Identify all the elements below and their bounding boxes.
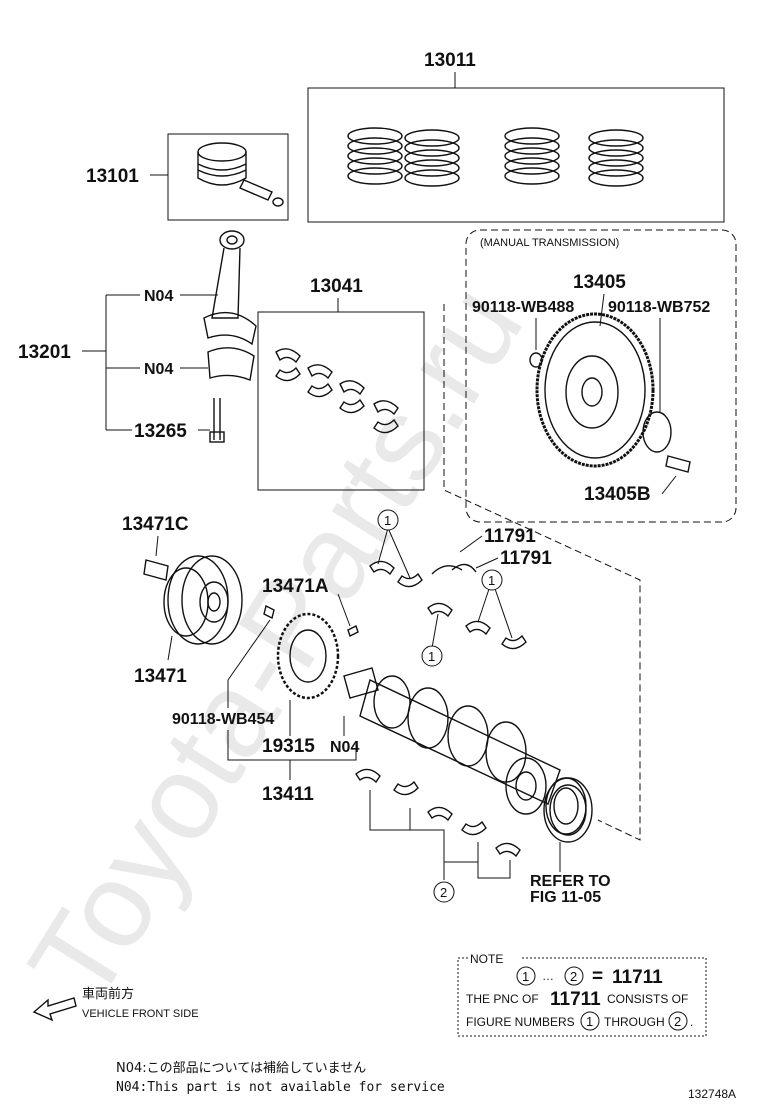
note-line3-mid: THROUGH	[604, 1015, 665, 1029]
note-line2-pnc[interactable]: 11711	[550, 989, 601, 1010]
part-number-90118-wb752[interactable]: 90118-WB752	[608, 299, 710, 316]
svg-text:1: 1	[384, 513, 391, 528]
refer-to-line1[interactable]: REFER TO	[530, 873, 611, 890]
figure-id: 132748A	[688, 1087, 736, 1101]
part-number-13201[interactable]: 13201	[18, 342, 71, 363]
part-number-13011[interactable]: 13011	[424, 50, 476, 71]
footnote-en: N04:This part is not available for servi…	[116, 1080, 445, 1095]
conrod-bearing-drawing	[275, 348, 399, 434]
front-direction-arrow-icon	[32, 997, 77, 1022]
callout-marker-1-b: 1	[481, 569, 503, 591]
part-number-13411[interactable]: 13411	[262, 784, 314, 805]
footnote-jp: N04:この部品については補給していません	[116, 1061, 366, 1076]
piston-drawing	[197, 142, 284, 207]
svg-text:2: 2	[440, 885, 447, 900]
svg-text:1: 1	[488, 573, 495, 588]
note-box	[457, 957, 707, 1037]
note-line3-end: .	[690, 1015, 693, 1029]
rear-oil-seal-drawing	[543, 777, 593, 843]
piston-box	[167, 133, 289, 221]
piston-ring-set-drawing	[347, 127, 644, 187]
part-number-90118-wb488[interactable]: 90118-WB488	[472, 299, 574, 316]
svg-text:1: 1	[586, 1014, 593, 1029]
note-range-sep: …	[542, 969, 554, 983]
part-number-13101[interactable]: 13101	[86, 166, 139, 187]
part-number-13041[interactable]: 13041	[310, 276, 363, 297]
refer-to-line2[interactable]: FIG 11-05	[530, 889, 601, 906]
part-number-13405b[interactable]: 13405B	[584, 484, 651, 505]
part-number-19315[interactable]: 19315	[262, 736, 315, 757]
svg-text:1: 1	[428, 649, 435, 664]
watermark: Toyota-Parts.ru	[3, 263, 548, 1024]
svg-text:2: 2	[570, 969, 577, 984]
part-number-13471a[interactable]: 13471A	[262, 576, 329, 597]
svg-text:1: 1	[522, 969, 529, 984]
part-number-11791-upper[interactable]: 11791	[484, 526, 536, 547]
part-note-n04-rod[interactable]: N04	[144, 288, 173, 305]
conrod-bearing-box	[257, 311, 425, 491]
part-number-13405[interactable]: 13405	[573, 272, 626, 293]
main-bearing-drawing	[355, 560, 527, 858]
callout-marker-1-c: 1	[421, 645, 443, 667]
connecting-rod-drawing	[203, 230, 257, 443]
note-equals: =	[592, 966, 603, 987]
part-number-13471[interactable]: 13471	[134, 666, 187, 687]
note-title: NOTE	[470, 952, 503, 966]
callout-marker-2: 2	[433, 881, 455, 903]
part-number-13471c[interactable]: 13471C	[122, 514, 189, 535]
part-number-13265[interactable]: 13265	[134, 421, 187, 442]
note-line2-post: CONSISTS OF	[607, 992, 688, 1006]
part-note-n04-cap[interactable]: N04	[144, 361, 173, 378]
callout-marker-1-a: 1	[377, 509, 399, 531]
vehicle-front-en: VEHICLE FRONT SIDE	[82, 1008, 199, 1020]
part-number-90118-wb454[interactable]: 90118-WB454	[172, 711, 274, 728]
piston-ring-set-box	[307, 87, 725, 223]
vehicle-front-jp: 車両前方	[82, 986, 134, 1002]
note-line3-pre: FIGURE NUMBERS	[466, 1015, 575, 1029]
manual-transmission-label: (MANUAL TRANSMISSION)	[480, 237, 619, 249]
note-line2-pre: THE PNC OF	[466, 992, 539, 1006]
part-number-11791-lower[interactable]: 11791	[500, 548, 552, 569]
crankshaft-drawing	[343, 667, 587, 835]
timing-rotor-drawing	[263, 604, 359, 700]
svg-text:2: 2	[674, 1014, 681, 1029]
flywheel-drawing	[529, 312, 691, 473]
crank-pulley-drawing	[143, 555, 243, 645]
note-result-pnc[interactable]: 11711	[612, 967, 663, 988]
manual-transmission-box	[465, 229, 737, 523]
part-note-n04-crank[interactable]: N04	[330, 739, 359, 756]
